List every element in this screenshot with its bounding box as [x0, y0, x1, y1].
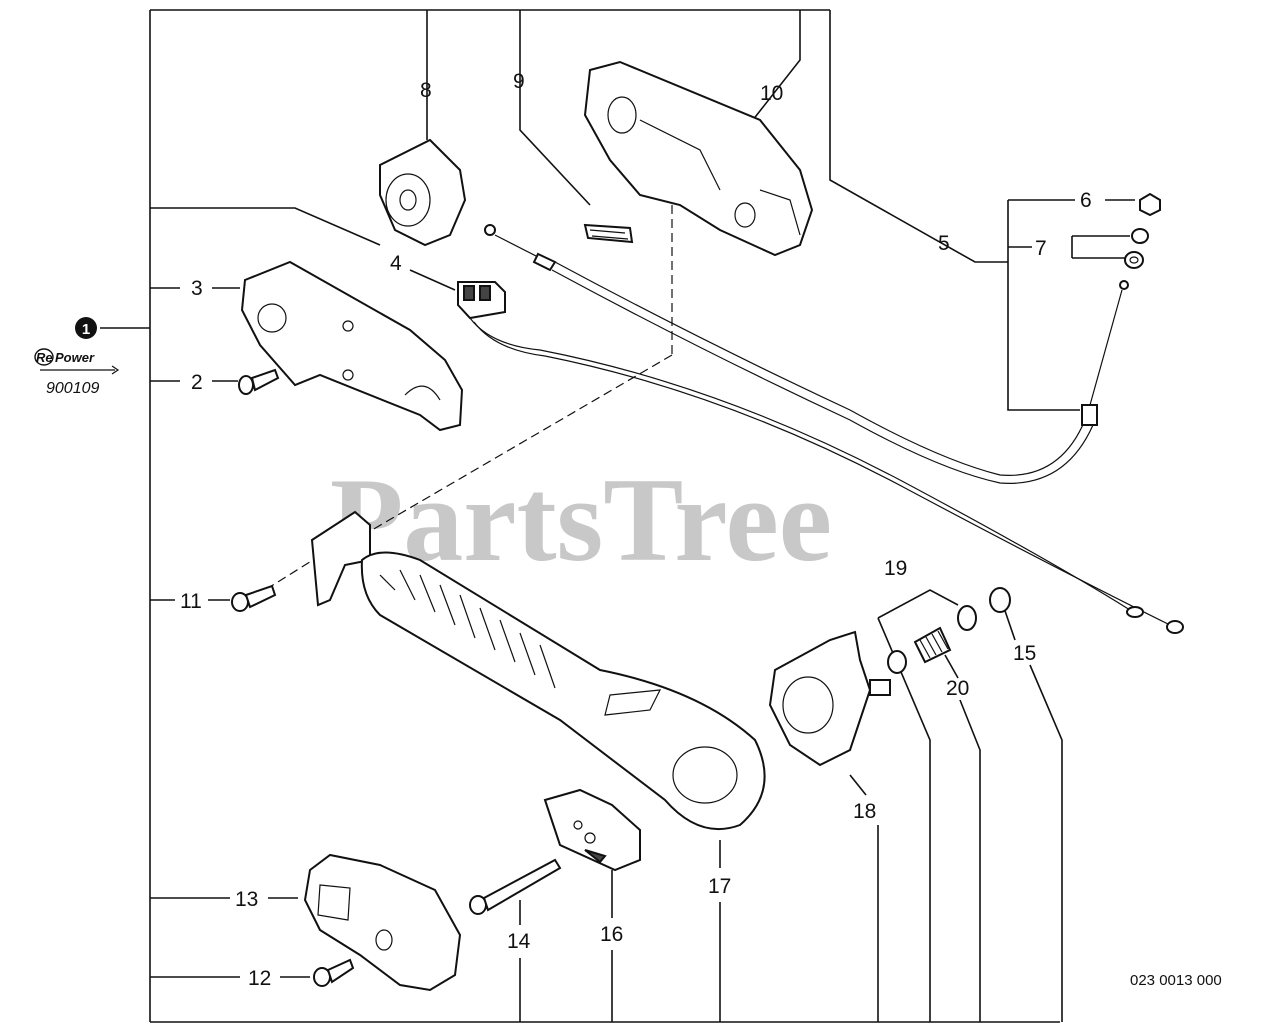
part-19-washer: [887, 605, 977, 674]
part-17-grip-handle: [310, 510, 766, 831]
part-18-lever-housing: [768, 630, 891, 767]
callout-10: 10: [760, 82, 783, 105]
callout-8: 8: [420, 79, 432, 102]
part-14-bolt: [469, 858, 562, 915]
diagram-frame: [149, 9, 1060, 1023]
throttle-cable: [484, 224, 1129, 484]
part-16-trigger-plate: [543, 788, 641, 872]
part-8-switch-housing: [379, 138, 467, 247]
part-11-screw: [231, 584, 277, 612]
leader-lines: [100, 10, 1135, 1022]
callout-3: 3: [191, 277, 203, 300]
callout-13: 13: [235, 888, 258, 911]
part-13-end-cap: [303, 853, 462, 992]
callout-14: 14: [507, 930, 531, 953]
part-3-side-cover: [240, 260, 464, 432]
callout-labels: 8 9 10 6 5 7 4 3 2 11 19 15 20 18 17 13 …: [180, 70, 1092, 990]
callout-18: 18: [853, 800, 876, 823]
part-6-nut: [1139, 192, 1161, 217]
callout-4: 4: [390, 252, 402, 275]
kit-index: 1: [82, 321, 90, 338]
callout-19: 19: [884, 557, 907, 580]
kit-index-badge: [75, 317, 97, 339]
svg-text:Re: Re: [36, 350, 53, 365]
callout-7: 7: [1035, 237, 1047, 260]
callout-9: 9: [513, 70, 525, 93]
part-7-washers: [1124, 228, 1149, 269]
svg-text:Power: Power: [55, 350, 95, 365]
part-15-cap: [989, 587, 1011, 613]
callout-5: 5: [938, 232, 950, 255]
part-4-switch: [457, 281, 1184, 634]
part-10-handle-case: [583, 60, 814, 257]
part-20-spring: [913, 626, 952, 664]
part-12-screw: [313, 958, 355, 987]
callout-12: 12: [248, 967, 271, 990]
part-2-screw: [238, 368, 280, 395]
drawing-number: 023 0013 000: [1130, 972, 1222, 989]
repower-logo: Re Power: [34, 348, 120, 375]
part-9-clip: [583, 223, 634, 244]
callout-15: 15: [1013, 642, 1036, 665]
kit-number: 900109: [46, 380, 99, 397]
callout-2: 2: [191, 371, 203, 394]
callout-6: 6: [1080, 189, 1092, 212]
callout-16: 16: [600, 923, 623, 946]
callout-20: 20: [946, 677, 969, 700]
callout-11: 11: [180, 590, 202, 613]
callout-17: 17: [708, 875, 731, 898]
kit-reference: 1 Re Power 900109: [34, 317, 120, 397]
